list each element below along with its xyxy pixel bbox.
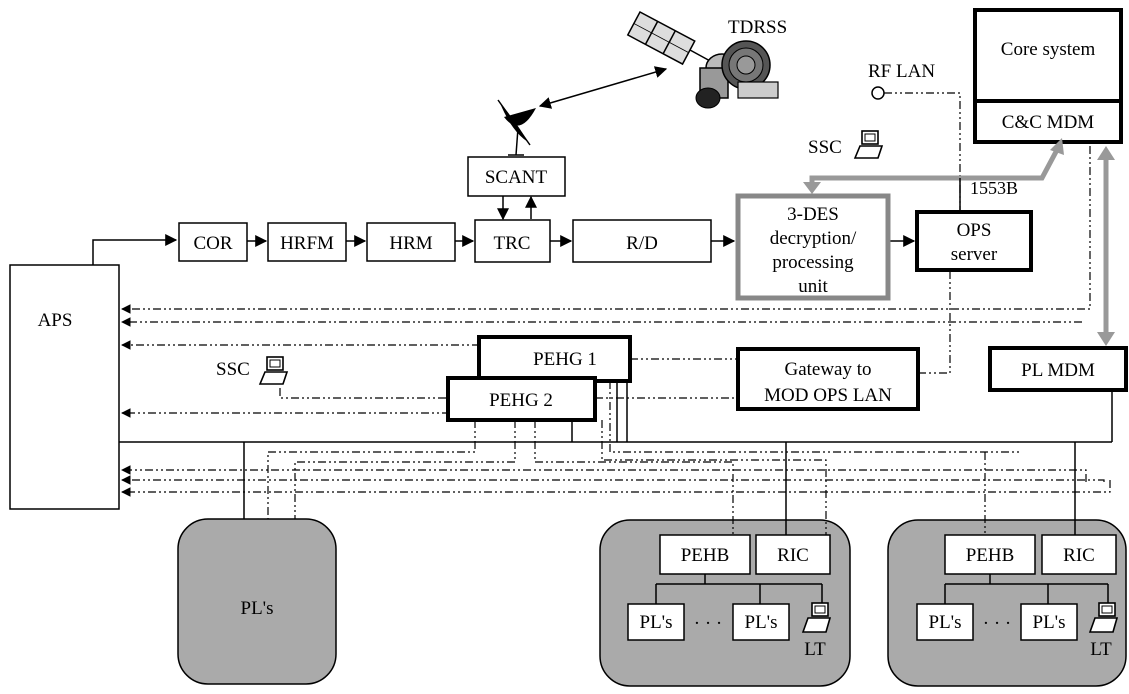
bus-1553b-arrow-down [803, 182, 821, 194]
scant-label: SCANT [485, 167, 548, 188]
plmdm-box [988, 346, 1128, 392]
lt-2-label: LT [1090, 639, 1112, 660]
cor-label: COR [193, 233, 232, 254]
gateway-label-1: Gateway to [784, 359, 871, 380]
pehg2-label: PEHG 2 [489, 390, 553, 411]
laptop-icon [258, 356, 289, 385]
pehg2-pod-link-1 [267, 420, 476, 519]
ssc-top-label: SSC [808, 137, 842, 158]
gateway-ops-link [918, 270, 951, 374]
bus-1553b-label: 1553B [970, 178, 1018, 198]
pls-1a-label: PL's [640, 612, 673, 633]
plmdm-label: PL MDM [1021, 360, 1095, 381]
pehg1-box [477, 335, 632, 383]
pls-2a-label: PL's [929, 612, 962, 633]
space-link-arrow [538, 66, 668, 109]
hrm-box [366, 222, 456, 262]
trc-box [474, 219, 551, 263]
rd-label: R/D [626, 233, 658, 254]
rf-lan-link [884, 92, 961, 212]
payload-pod-left [177, 518, 337, 685]
ops-label-1: OPS [957, 220, 992, 241]
bus-1553b-line [809, 146, 1061, 186]
pehb-1-box [659, 534, 751, 575]
gateway-box [736, 347, 920, 411]
pehg2-pod-link-2 [294, 420, 516, 519]
aps-to-cor-arrow [92, 234, 178, 265]
rd-box [572, 219, 712, 263]
scant-box [467, 156, 566, 197]
laptop-icon [853, 130, 884, 159]
hrfm-box [267, 222, 347, 262]
pehg1-link-right [609, 381, 1020, 453]
satellite-icon [626, 10, 779, 109]
tdrss-label: TDRSS [728, 17, 787, 38]
pehg2-box [446, 376, 597, 422]
des-label-3: processing [772, 252, 854, 273]
ccmdm-to-aps-link [121, 146, 1091, 314]
ssc-left-label: SSC [216, 359, 250, 380]
ric-1-box [755, 534, 831, 575]
pehb-2-box [944, 534, 1036, 575]
des-label-4: unit [798, 276, 828, 297]
gateway-label-2: MOD OPS LAN [764, 385, 892, 406]
pod-to-aps-link-1 [121, 465, 1087, 482]
dish-antenna-icon [497, 99, 536, 156]
ops-server-box [915, 210, 1033, 272]
pls-1b-label: PL's [745, 612, 778, 633]
ric-1-label: RIC [777, 545, 809, 566]
dots-1: · · · [694, 613, 722, 634]
laptop-icon [801, 602, 832, 633]
pls-2b-box [1020, 603, 1078, 641]
ric-2-box [1041, 534, 1117, 575]
des-label-2: decryption/ [770, 228, 857, 249]
pod-to-aps-link-2 [121, 475, 1105, 485]
pehg2-ric-link [601, 420, 827, 535]
des-unit-box [735, 193, 891, 301]
pehb-2-label: PEHB [966, 545, 1015, 566]
ssc-to-pehg2-link [279, 388, 450, 399]
ccmdm-arrow [1097, 146, 1115, 160]
des-label-1: 3-DES [787, 204, 839, 225]
hrfm-label: HRFM [280, 233, 334, 254]
lt-1-label: LT [804, 639, 826, 660]
left-pod-label: PL's [241, 598, 274, 619]
aps-label: APS [38, 310, 73, 331]
pls-1a-box [627, 603, 685, 641]
core-system-label: Core system [1001, 39, 1096, 60]
pls-1b-box [732, 603, 790, 641]
pls-2b-label: PL's [1033, 612, 1066, 633]
ric-2-label: RIC [1063, 545, 1095, 566]
ops-label-2: server [951, 244, 998, 265]
plmdm-arrow [1097, 332, 1115, 346]
hrm-label: HRM [389, 233, 432, 254]
pod-to-aps-link-3 [121, 480, 1111, 497]
cor-box [178, 222, 248, 262]
rf-lan-label: RF LAN [868, 61, 935, 82]
laptop-icon [1088, 602, 1119, 633]
dots-2: · · · [983, 613, 1011, 634]
pehb-1-label: PEHB [681, 545, 730, 566]
core-system-box [973, 8, 1123, 144]
pls-2a-box [916, 603, 974, 641]
rf-lan-node [871, 86, 885, 100]
bus-1553b-arrow-up [1050, 138, 1064, 155]
ccmdm-label: C&C MDM [1002, 112, 1094, 133]
pehg2-pehb-link [534, 420, 734, 535]
aps-box [9, 264, 120, 510]
pehg1-label: PEHG 1 [533, 349, 597, 370]
trc-label: TRC [494, 233, 531, 254]
